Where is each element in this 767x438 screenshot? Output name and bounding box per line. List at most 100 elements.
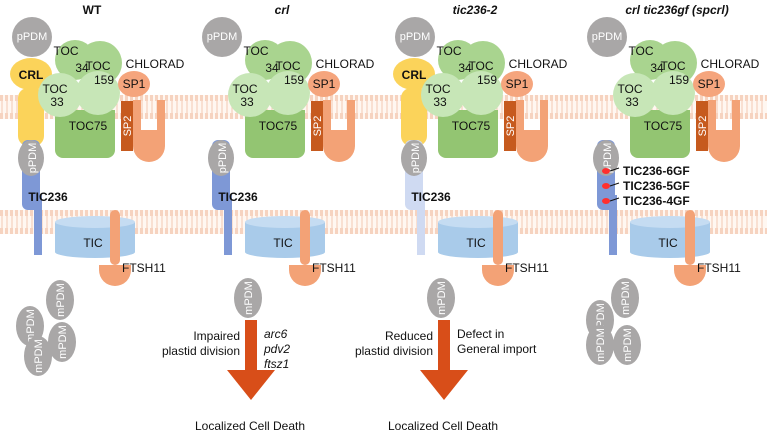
chlorad-label: CHLORAD (316, 57, 375, 71)
sp2-shape (121, 101, 133, 151)
toc33-label: TOC (232, 82, 257, 96)
outcome-arrow-head (420, 370, 468, 400)
tic236-label: TIC236 (411, 190, 451, 204)
toc75-label: TOC75 (259, 119, 298, 133)
ftsh11-label: FTSH11 (697, 261, 741, 275)
toc34-label: TOC (53, 44, 78, 58)
ppdm-bound (593, 140, 619, 176)
tic-complex: TIC (630, 216, 710, 258)
ftsh11-protein: FTSH11 (289, 210, 356, 286)
outcome-right-text: General import (457, 342, 537, 356)
sp1-shape (308, 71, 340, 97)
outcome-left-text: plastid division (162, 344, 240, 358)
outcome-right-text: ftsz1 (264, 357, 289, 371)
svg-text:34: 34 (650, 61, 664, 75)
tic-complex: TIC (438, 216, 518, 258)
outcome-right-text: pdv2 (263, 342, 290, 356)
svg-text:mPDM: mPDM (620, 281, 632, 315)
outcome-right-text: Defect in (457, 327, 504, 341)
crl-label: CRL (19, 68, 44, 82)
sp1-label: SP1 (313, 77, 336, 91)
sp1-shape (693, 71, 725, 97)
panel-4: crl tic236gf (spcrl) pPDMTOC75TOC34TOC159… (586, 3, 760, 365)
svg-text:mPDM: mPDM (595, 328, 607, 362)
sp2-label: SP2 (505, 116, 517, 137)
svg-text:mPDM: mPDM (436, 281, 448, 315)
mpdm-blob: mPDM (234, 278, 262, 318)
outcome-result: Localized Cell Death (388, 419, 498, 433)
toc75-shape (245, 110, 305, 158)
outcome-result: Localized Cell Death (195, 419, 305, 433)
ppdm-top (202, 17, 242, 57)
tic-label: TIC (466, 236, 486, 250)
tic-label: TIC (273, 236, 293, 250)
toc34-label: TOC (436, 44, 461, 58)
crl-protein: CRL (393, 58, 435, 146)
ftsh11-protein: FTSH11 (674, 210, 741, 286)
ppdm-bound-label: pPDM (410, 143, 422, 174)
mpdm-blob: mPDM (611, 278, 639, 318)
toc33-shape (421, 73, 465, 117)
ppdm-top-label: pPDM (592, 31, 623, 43)
ppdm-bound (208, 140, 234, 176)
panel-title: crl tic236gf (spcrl) (625, 3, 728, 17)
tic-label: TIC (83, 236, 103, 250)
mpdm-blob: mPDM (427, 278, 455, 318)
svg-text:34: 34 (75, 61, 89, 75)
svg-text:159: 159 (94, 73, 114, 87)
ppdm-top (395, 17, 435, 57)
outcome-arrow-shaft (245, 320, 257, 375)
toc33-shape (228, 73, 272, 117)
svg-text:mPDM: mPDM (622, 328, 634, 362)
sp2-label: SP2 (312, 116, 324, 137)
ppdm-bound-label: pPDM (602, 143, 614, 174)
ppdm-top (587, 17, 627, 57)
ftsh11-label: FTSH11 (312, 261, 356, 275)
toc34-label: TOC (243, 44, 268, 58)
chlorad-label: CHLORAD (701, 57, 760, 71)
svg-text:mPDM: mPDM (243, 281, 255, 315)
chlorad-shape (708, 100, 740, 162)
svg-text:33: 33 (625, 95, 639, 109)
sp2-shape (504, 101, 516, 151)
outcome-right-text: arc6 (264, 327, 288, 341)
sp1-shape (118, 71, 150, 97)
ppdm-top-label: pPDM (17, 31, 48, 43)
toc34-shape (438, 40, 478, 80)
toc75-shape (630, 110, 690, 158)
mpdm-blob: mPDM (613, 325, 641, 365)
ppdm-bound-label: pPDM (27, 143, 39, 174)
outcome-arrow-shaft (438, 320, 450, 375)
toc159-label: TOC (85, 59, 110, 73)
svg-text:mPDM: mPDM (57, 325, 69, 359)
outcome-left-text: plastid division (355, 344, 433, 358)
toc159-label: TOC (468, 59, 493, 73)
ppdm-top-label: pPDM (207, 31, 238, 43)
toc33-label: TOC (617, 82, 642, 96)
toc159-label: TOC (660, 59, 685, 73)
tic236-protein: pPDM TIC236 (401, 140, 451, 255)
sp1-label: SP1 (123, 77, 146, 91)
sp1-label: SP1 (698, 77, 721, 91)
outcome-left-text: Reduced (385, 329, 433, 343)
ftsh11-protein: FTSH11 (99, 210, 166, 286)
toc33-shape (613, 73, 657, 117)
svg-text:159: 159 (477, 73, 497, 87)
tic236-label: TIC236 (218, 190, 258, 204)
panel-title: crl (275, 3, 290, 17)
svg-text:34: 34 (265, 61, 279, 75)
ppdm-top-label: pPDM (400, 31, 431, 43)
toc34-shape (630, 40, 670, 80)
ftsh11-label: FTSH11 (505, 261, 549, 275)
mutation-label: TIC236-5GF (623, 179, 690, 193)
svg-text:159: 159 (284, 73, 304, 87)
